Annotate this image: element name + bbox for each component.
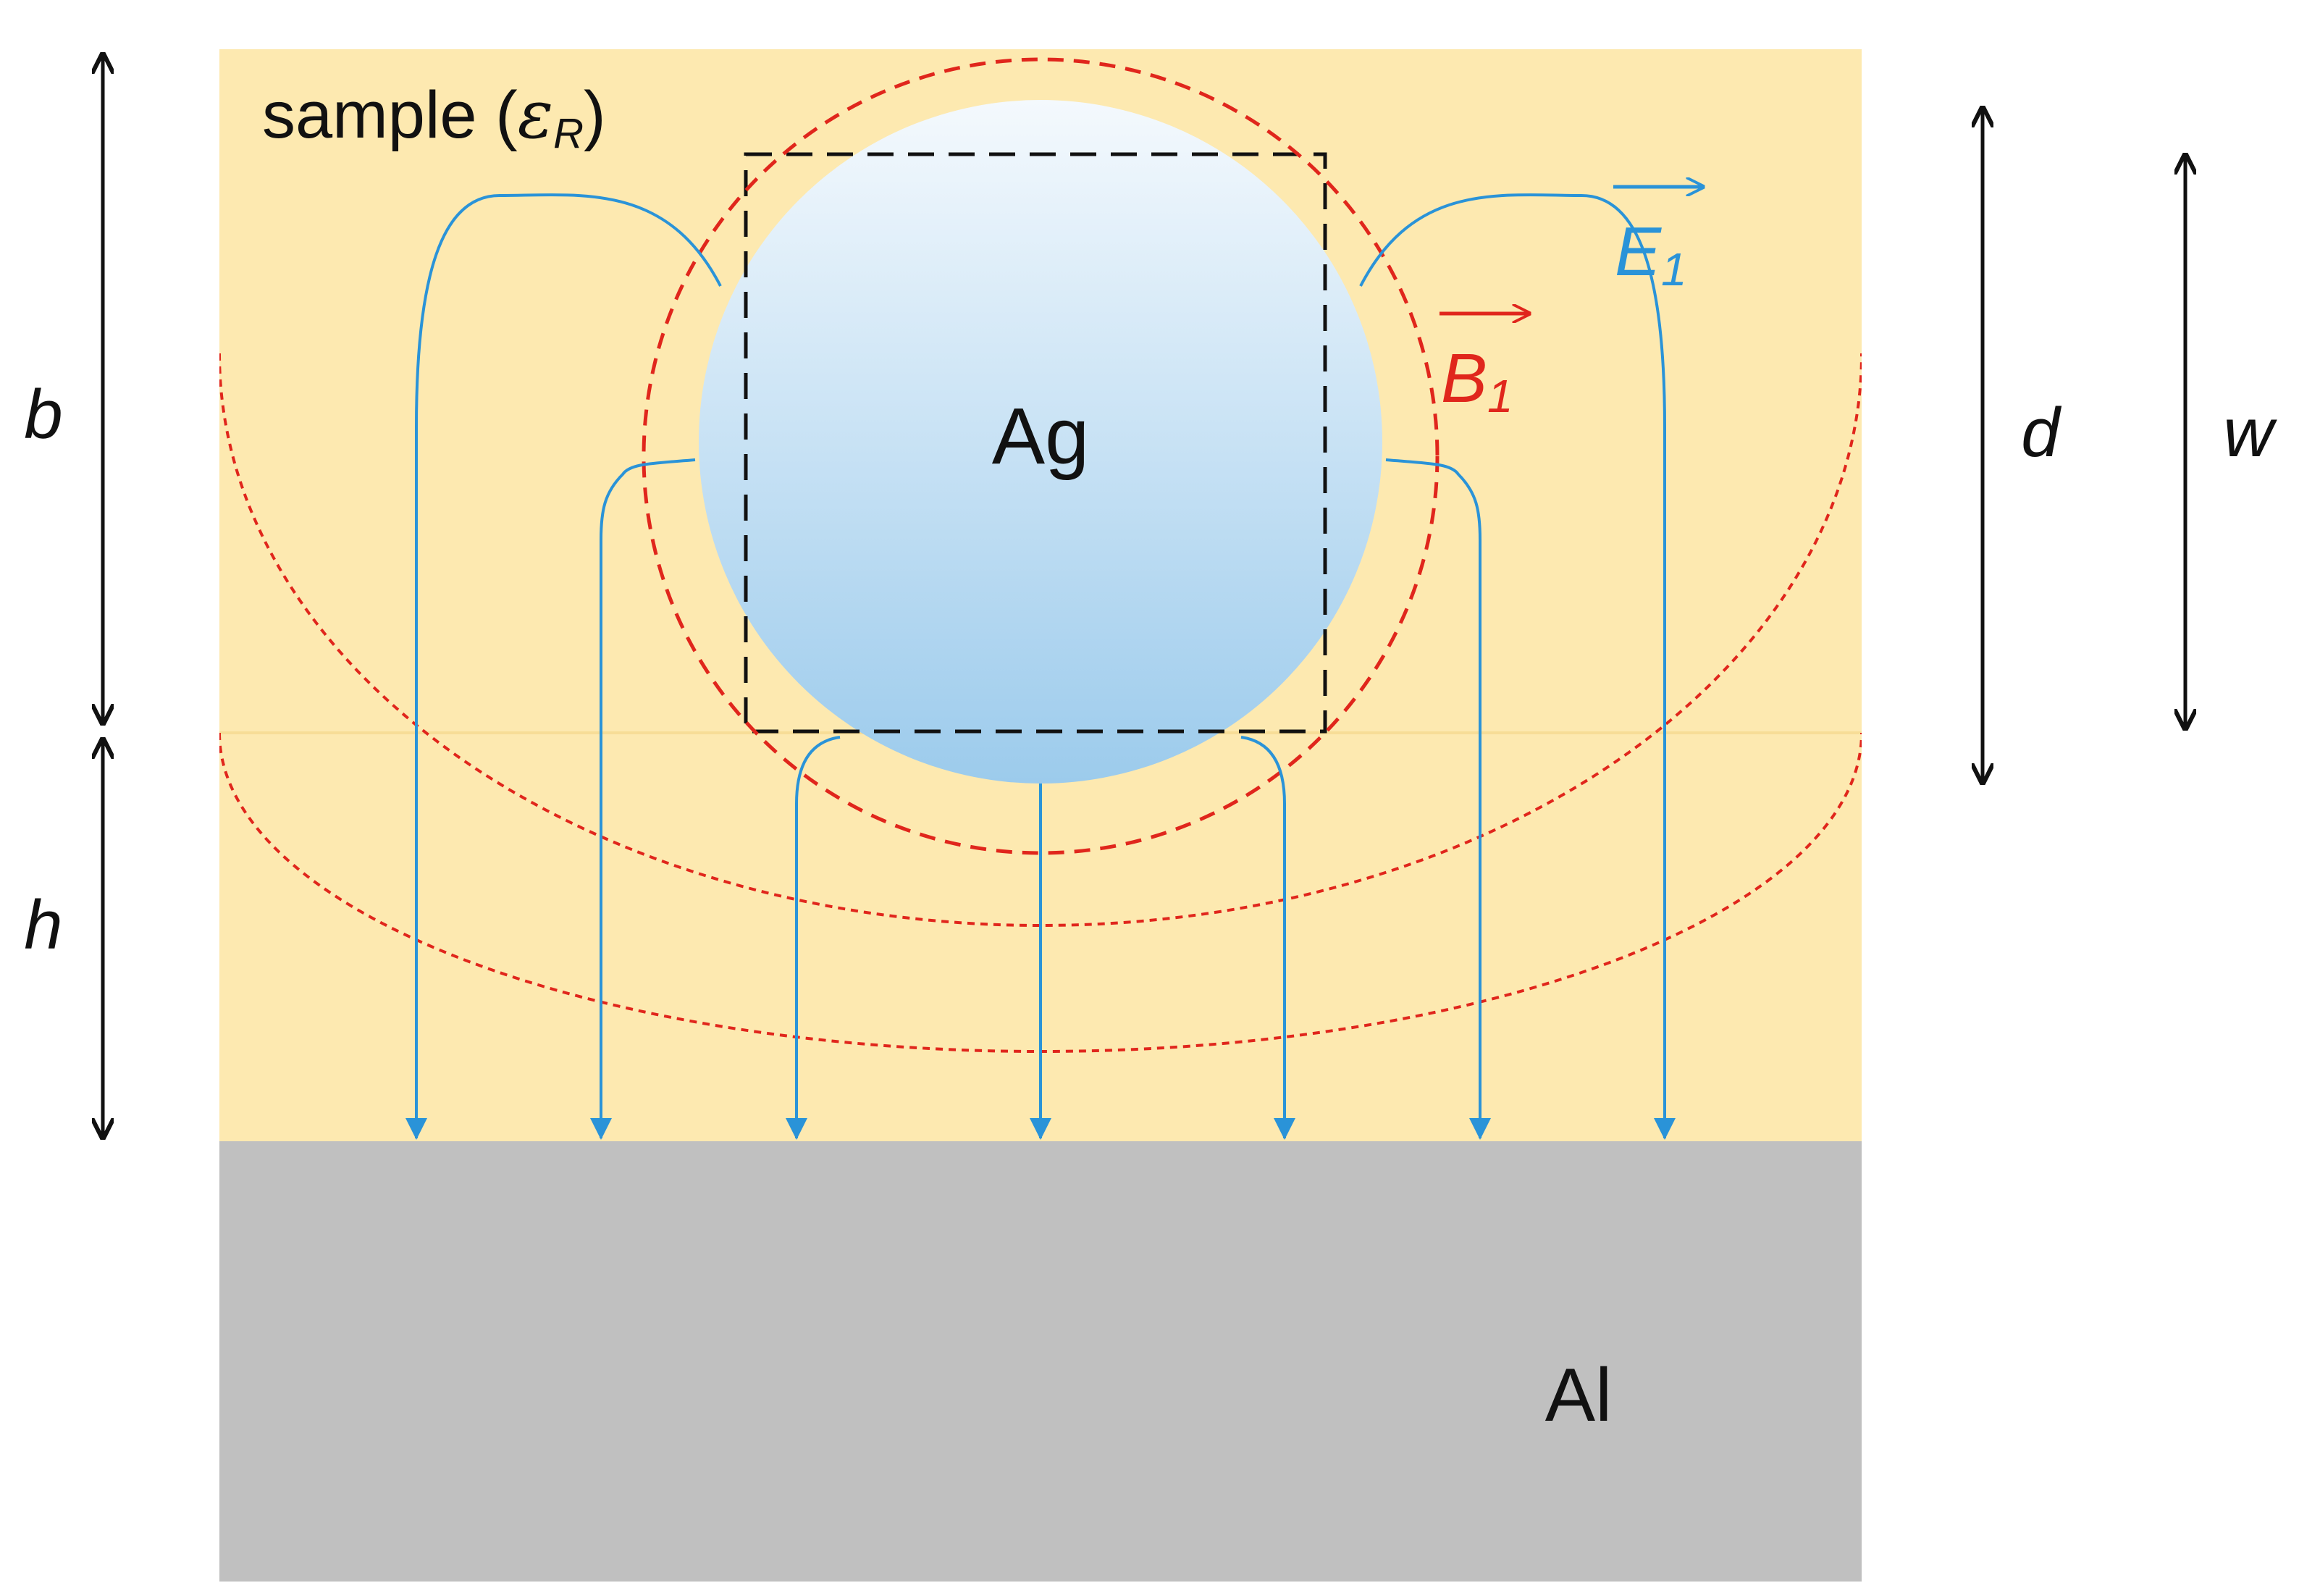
- e-field-line-inner-right: [1385, 458, 1491, 1140]
- h-label: h: [24, 886, 62, 964]
- sample-label-prefix: sample (: [262, 78, 518, 152]
- e-field-line-bottom-right: [1240, 736, 1295, 1140]
- sample-label: sample (εR): [262, 76, 606, 157]
- e-field-line-outer-left: [405, 193, 722, 1140]
- b-field-circle: [642, 57, 1439, 855]
- e-field-line-outer-right: [1359, 193, 1676, 1140]
- b-field-line-1: [219, 353, 1862, 927]
- d-label: d: [2021, 394, 2061, 471]
- w-label: w: [2223, 394, 2277, 471]
- e-field-lines: [405, 193, 1676, 1140]
- epsilon-symbol: ε: [518, 76, 553, 154]
- sample-label-suffix: ): [584, 78, 606, 152]
- e-vector-subscript: 1: [1661, 243, 1687, 295]
- e-field-line-inner-left: [590, 458, 696, 1140]
- e-vector-label: E1: [1615, 213, 1687, 295]
- ag-sphere: [699, 100, 1382, 784]
- b-vector-label: B1: [1441, 340, 1513, 422]
- e-field-line-bottom-left: [786, 736, 841, 1140]
- dimension-arrows: [103, 55, 2185, 1137]
- epsilon-subscript: R: [553, 110, 584, 157]
- e-vector-letter: E: [1615, 213, 1662, 290]
- al-label: Al: [1545, 1353, 1612, 1437]
- b-vector-subscript: 1: [1487, 370, 1513, 422]
- b-vector-letter: B: [1441, 340, 1487, 417]
- ag-label: Ag: [992, 392, 1090, 481]
- b-label: b: [24, 376, 62, 453]
- dashed-square: [744, 152, 1327, 734]
- al-region: [219, 1141, 1862, 1582]
